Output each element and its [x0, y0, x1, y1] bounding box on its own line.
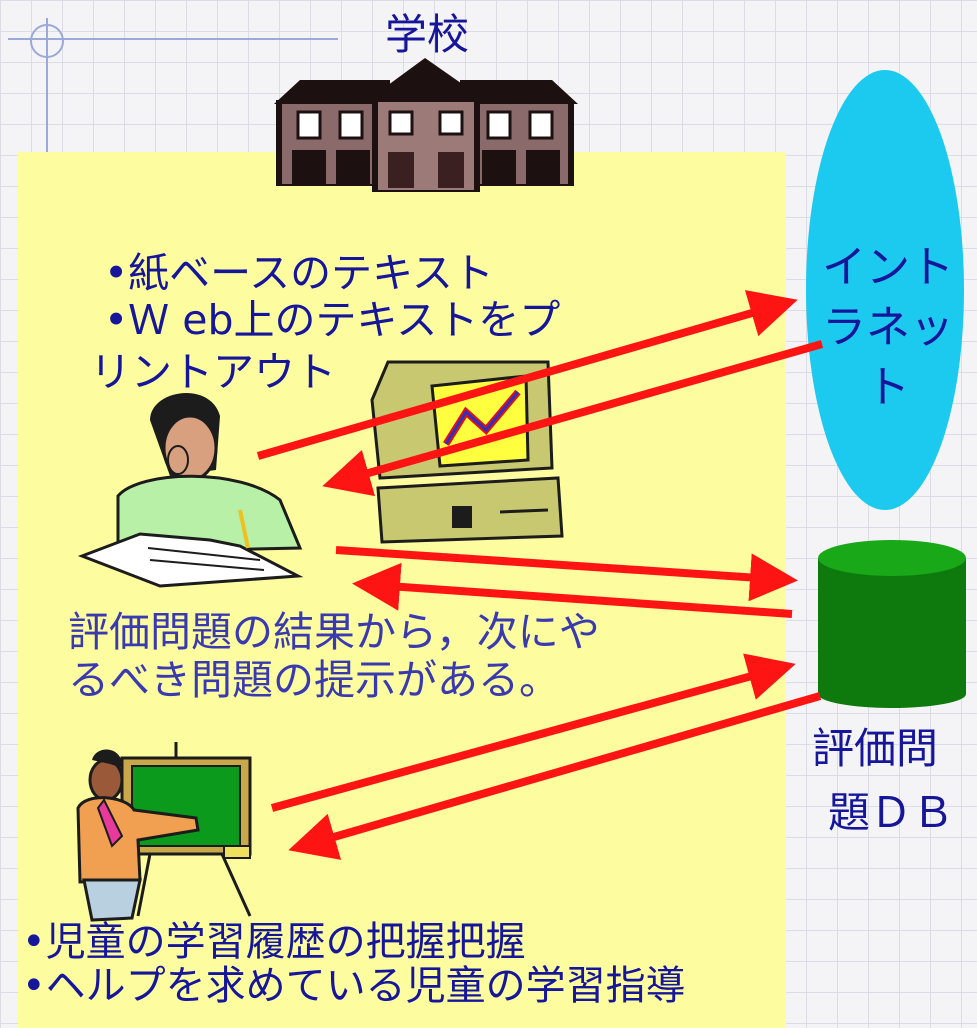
- decor-horizontal-line: [8, 38, 338, 40]
- decor-circle: [30, 24, 64, 58]
- teacher-note-line2: •ヘルプを求めている児童の学習指導: [22, 963, 686, 1009]
- arrow-intranet-to-student: [322, 340, 824, 497]
- student-icon: [77, 392, 304, 588]
- database-cylinder-icon: [818, 540, 966, 708]
- student-note-line3: リントアウト: [90, 348, 336, 396]
- arrow-student-to-intranet: [256, 290, 798, 460]
- arrows: [256, 290, 824, 860]
- title-school: 学校: [385, 10, 470, 59]
- student-note-line1: •紙ベースのテキスト: [104, 249, 494, 297]
- intranet-ellipse: [806, 70, 964, 510]
- arrow-teacher-to-db: [270, 653, 796, 812]
- student-note-line2: •Ｗ eb上のテキストをプ: [104, 296, 561, 344]
- intranet-label-line3: ト: [866, 362, 910, 413]
- database-label-line2: 題ＤＢ: [828, 788, 955, 837]
- computer-icon: [370, 360, 564, 544]
- result-note-line2: るべき問題の提示がある。: [68, 656, 560, 704]
- arrow-student-to-db: [335, 546, 798, 602]
- teacher-icon: [76, 742, 252, 922]
- school-building-icon: [274, 58, 578, 192]
- intranet-label-line2: ラネッ: [822, 302, 954, 353]
- intranet-label-line1: イント: [822, 242, 954, 293]
- arrow-db-to-teacher: [288, 692, 822, 860]
- teacher-note-line1: •児童の学習履歴の把握把握: [22, 919, 526, 965]
- decor-vertical-line: [46, 18, 48, 152]
- database-label-line1: 評価問: [812, 724, 939, 773]
- result-note-line1: 評価問題の結果から，次にや: [68, 608, 600, 656]
- arrow-db-to-student: [352, 562, 793, 618]
